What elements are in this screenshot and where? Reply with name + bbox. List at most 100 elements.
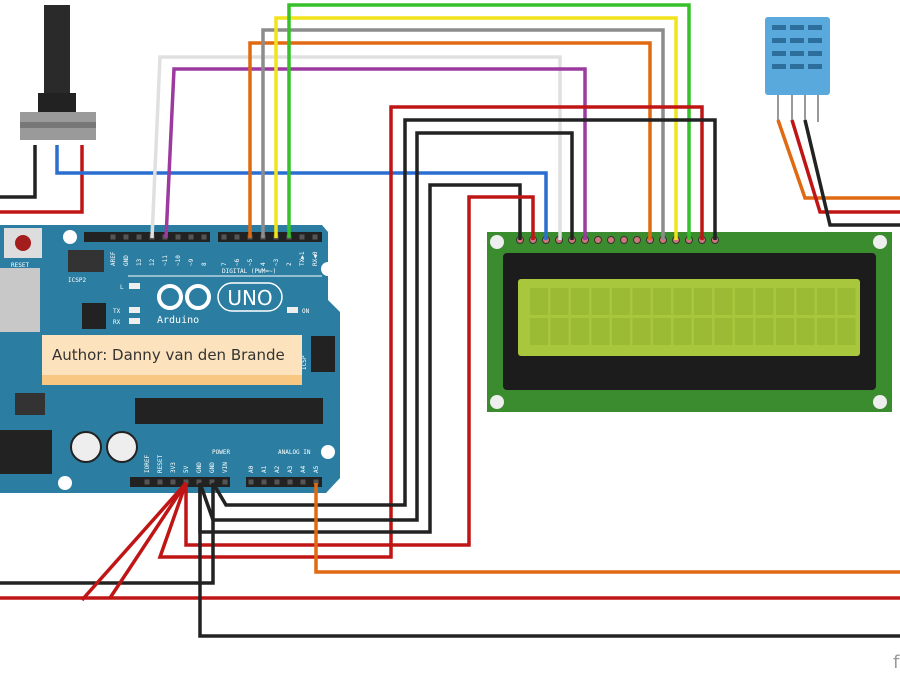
lcd-char-cell bbox=[837, 318, 856, 345]
wire-dht-vcc bbox=[790, 119, 900, 214]
digital-pin-label: 2 bbox=[286, 262, 293, 266]
power-pin-label: VIN bbox=[222, 462, 229, 473]
lcd-char-cell bbox=[550, 318, 569, 345]
lcd-char-cell bbox=[735, 288, 753, 315]
potentiometer bbox=[20, 5, 96, 140]
capacitor bbox=[106, 431, 138, 463]
digital-pin-socket bbox=[221, 234, 227, 240]
digital-pin-label: 12 bbox=[149, 258, 156, 266]
analog-pin-label: A0 bbox=[248, 465, 255, 473]
analog-pin-socket bbox=[248, 479, 254, 485]
analog-pin-socket bbox=[313, 479, 319, 485]
icsp2-label: ICSP2 bbox=[68, 277, 86, 284]
digital-pin-label: ~5 bbox=[247, 258, 254, 266]
dht11-sensor bbox=[765, 17, 830, 122]
lcd-pin bbox=[607, 236, 615, 244]
power-pin-socket bbox=[144, 479, 150, 485]
power-pin-socket bbox=[157, 479, 163, 485]
digital-pin-socket bbox=[188, 234, 194, 240]
power-pin-label: 5V bbox=[183, 465, 190, 473]
microcontroller-chip bbox=[135, 398, 323, 424]
power-pin-socket bbox=[222, 479, 228, 485]
digital-pin-label: GND bbox=[123, 255, 130, 266]
wire-pin5 bbox=[248, 41, 652, 240]
author-text: Author: Danny van den Brande bbox=[52, 346, 285, 364]
digital-pin-label: 8 bbox=[201, 262, 208, 266]
power-pin-label: 3V3 bbox=[170, 462, 177, 473]
wire-pot-contrast bbox=[55, 145, 548, 240]
digital-pin-label: 13 bbox=[136, 258, 143, 266]
fritzing-watermark: f bbox=[893, 652, 900, 673]
digital-label: DIGITAL (PWM=~) bbox=[222, 268, 276, 275]
digital-pin-label: ~6 bbox=[234, 258, 241, 266]
wire-5v-diag bbox=[80, 481, 188, 602]
lcd-char-cell bbox=[817, 288, 835, 315]
lcd-char-cell bbox=[714, 288, 733, 315]
lcd-pin bbox=[594, 236, 602, 244]
wire-lcd-vdd bbox=[184, 195, 535, 547]
lcd-char-cell bbox=[550, 288, 569, 315]
lcd-char-cell bbox=[673, 318, 692, 345]
wire-pin2 bbox=[287, 3, 691, 240]
digital-pin-socket bbox=[201, 234, 207, 240]
analog-pin-socket bbox=[274, 479, 280, 485]
lcd-pin bbox=[633, 236, 641, 244]
lcd-char-cell bbox=[571, 318, 589, 345]
power-pin-label: GND bbox=[196, 462, 203, 473]
lcd-char-cell bbox=[571, 288, 589, 315]
lcd-char-cell bbox=[612, 288, 630, 315]
on-label: ON bbox=[302, 308, 310, 315]
power-pin-socket bbox=[209, 479, 215, 485]
digital-header-left bbox=[84, 232, 210, 242]
capacitor bbox=[70, 431, 102, 463]
wire-gnd-left bbox=[0, 483, 215, 585]
digital-pin-label: 7 bbox=[221, 262, 228, 266]
lcd-char-cell bbox=[796, 318, 815, 345]
digital-pin-socket bbox=[175, 234, 181, 240]
digital-pin-label: RX◀0 bbox=[312, 251, 319, 266]
reset-label: RESET bbox=[11, 262, 29, 269]
wire-pin4 bbox=[261, 28, 665, 240]
digital-pin-label: ~11 bbox=[162, 255, 169, 266]
power-pin-socket bbox=[183, 479, 189, 485]
analog-pin-label: A3 bbox=[287, 465, 294, 473]
chip bbox=[82, 303, 106, 329]
analog-pin-label: A4 bbox=[300, 465, 307, 473]
brand-label: Arduino bbox=[157, 315, 199, 326]
lcd-char-cell bbox=[673, 288, 692, 315]
analog-pin-label: A5 bbox=[313, 465, 320, 473]
wire-pin3 bbox=[274, 16, 678, 240]
digital-pin-socket bbox=[110, 234, 116, 240]
lcd-16x2 bbox=[487, 232, 892, 412]
wire-a5 bbox=[314, 483, 900, 574]
wires bbox=[0, 3, 900, 638]
digital-header-right bbox=[218, 232, 322, 242]
power-pin-socket bbox=[196, 479, 202, 485]
digital-pin-label: ~9 bbox=[188, 258, 195, 266]
digital-pin-socket bbox=[312, 234, 318, 240]
power-jack bbox=[0, 430, 52, 474]
arduino-logo: UNO Arduino bbox=[157, 282, 283, 326]
icsp-label: ICSP bbox=[301, 355, 308, 370]
l-led-label: L bbox=[120, 284, 124, 291]
lcd-char-cell bbox=[776, 288, 794, 315]
analog-pin-label: A1 bbox=[261, 465, 268, 473]
digital-pin-socket bbox=[299, 234, 305, 240]
analog-pin-label: A2 bbox=[274, 465, 281, 473]
lcd-char-cell bbox=[530, 318, 548, 345]
digital-pin-label: ~3 bbox=[273, 258, 280, 266]
analog-pin-socket bbox=[261, 479, 267, 485]
author-note: Author: Danny van den Brande bbox=[42, 335, 302, 385]
lcd-char-cell bbox=[817, 318, 835, 345]
digital-pin-socket bbox=[234, 234, 240, 240]
usb-port bbox=[0, 268, 40, 332]
power-pin-label: GND bbox=[209, 462, 216, 473]
lcd-char-cell bbox=[653, 318, 671, 345]
lcd-pin bbox=[620, 236, 628, 244]
lcd-char-cell bbox=[714, 318, 733, 345]
lcd-char-cell bbox=[632, 318, 651, 345]
rx-label: RX bbox=[113, 319, 121, 326]
model-label: UNO bbox=[227, 286, 272, 310]
lcd-char-cell bbox=[796, 288, 815, 315]
